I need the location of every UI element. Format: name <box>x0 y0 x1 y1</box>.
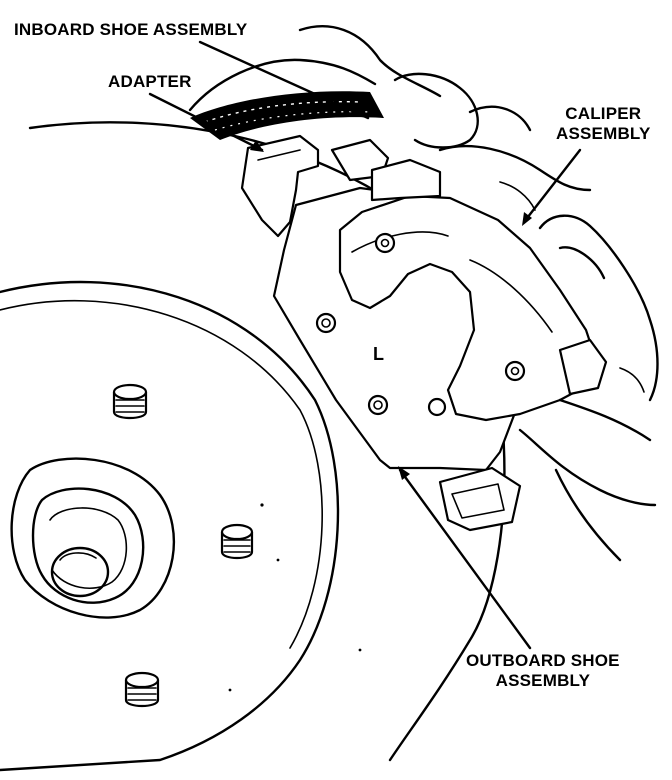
right-hand <box>518 214 659 562</box>
hub-flange <box>10 457 176 619</box>
mount-hole-3 <box>427 397 447 417</box>
label-adapter: ADAPTER <box>108 72 192 91</box>
hub-cap-center <box>50 546 110 598</box>
pad-mark: L <box>373 344 384 364</box>
wheel-stud-top <box>112 383 148 420</box>
wheel-stud-right <box>220 523 254 560</box>
caliper <box>338 158 608 422</box>
leader-adapter <box>148 92 264 152</box>
leader-lines <box>148 40 582 650</box>
wheel-studs <box>112 383 254 708</box>
caliper-body <box>338 194 598 422</box>
upper-hand <box>188 25 592 211</box>
hub-cap-outer <box>31 487 145 604</box>
outboard-shoe-tab <box>438 466 522 532</box>
caliper-bolt-upper <box>374 232 396 254</box>
caliper-bolt-lower <box>504 360 526 382</box>
label-inboard-shoe-assembly: INBOARD SHOE ASSEMBLY <box>14 20 248 39</box>
mount-hole-2 <box>367 394 389 416</box>
rotor-inner-ring <box>0 299 323 649</box>
leader-inboard <box>198 40 370 120</box>
label-caliper-assembly: CALIPER ASSEMBLY <box>556 104 651 143</box>
hub-cap-rim <box>49 507 128 590</box>
mount-hole-1 <box>315 312 337 334</box>
wheel-stud-bottom <box>124 671 160 708</box>
leader-outboard <box>398 468 532 650</box>
wheel-hub <box>10 457 176 619</box>
rotor-hat-edge <box>0 280 340 772</box>
leader-caliper <box>522 148 582 224</box>
label-outboard-shoe-assembly: OUTBOARD SHOE ASSEMBLY <box>466 651 620 690</box>
